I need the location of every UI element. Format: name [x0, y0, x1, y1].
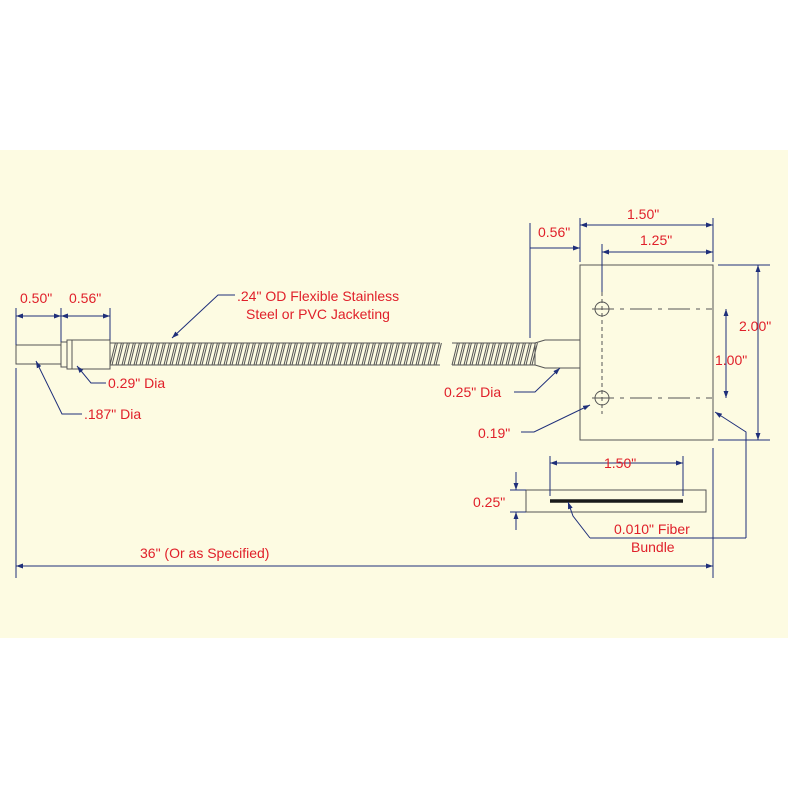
left-ferrule — [66, 339, 111, 370]
dim-line-face-length: 1.50" — [604, 455, 636, 471]
line-face-view — [525, 489, 707, 513]
dim-left-ferrule-length: 0.56" — [69, 290, 101, 306]
note-jacket-line2: Steel or PVC Jacketing — [246, 306, 390, 322]
dim-overall-length: 36" (Or as Specified) — [140, 545, 269, 561]
jacket-left-segment — [109, 342, 442, 366]
block-outline — [579, 264, 714, 441]
dim-left-tip-length: 0.50" — [20, 290, 52, 306]
note-fiber-bundle-line1: 0.010" Fiber — [614, 521, 690, 537]
jacket-right-segment — [451, 342, 538, 366]
dim-hole-spacing: 1.00" — [715, 352, 747, 368]
line-face-outline — [525, 489, 707, 513]
note-left-tip-dia: .187" Dia — [84, 406, 141, 422]
note-hole-dia: 0.19" — [478, 425, 510, 441]
dim-line-face-thickness: 0.25" — [473, 494, 505, 510]
note-left-ferrule-dia: 0.29" Dia — [108, 375, 165, 391]
dim-block-height: 2.00" — [739, 318, 771, 334]
mounting-block — [579, 264, 714, 441]
dim-right-ferrule-length: 0.56" — [538, 224, 570, 240]
note-fiber-bundle-line2: Bundle — [631, 539, 675, 555]
note-jacket-line1: .24" OD Flexible Stainless — [237, 288, 399, 304]
dimension-lines — [15, 218, 770, 578]
note-right-ferrule-dia: 0.25" Dia — [444, 384, 501, 400]
drawing-background — [0, 150, 788, 638]
dim-hole-span: 1.25" — [640, 232, 672, 248]
dim-block-width: 1.50" — [627, 206, 659, 222]
